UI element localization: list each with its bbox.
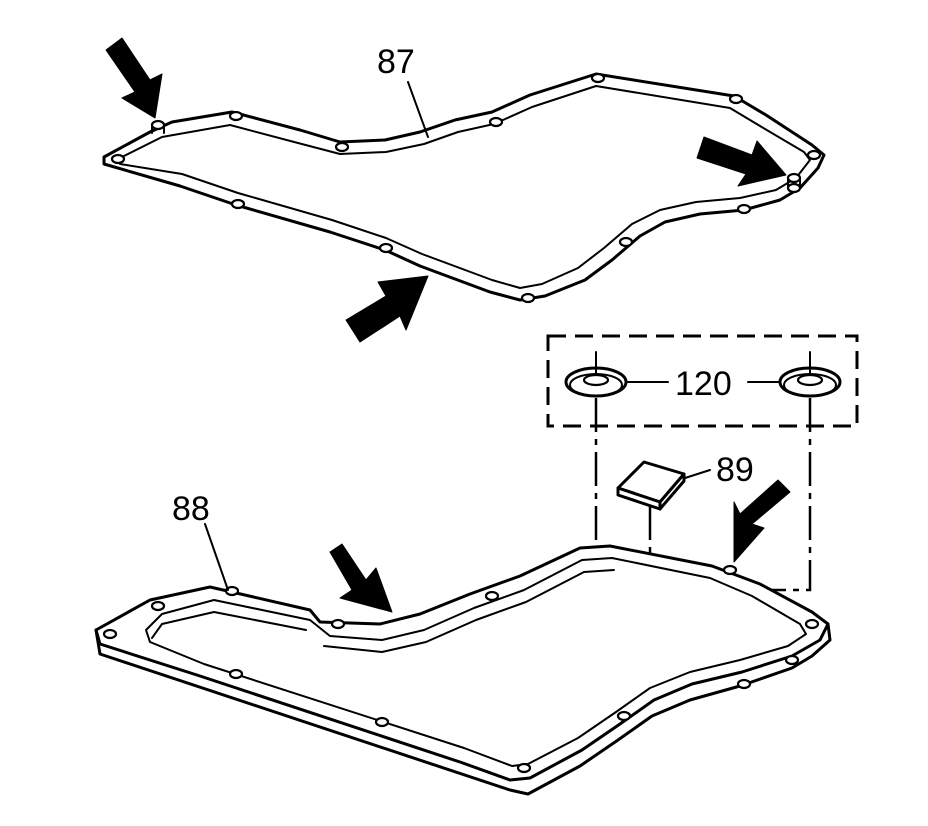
label-87: 87 [377,43,415,81]
locating-pins [150,119,802,187]
arrow-pan-flange-right [733,479,791,563]
label-89: 89 [716,451,754,489]
magnet: 89 [616,451,754,511]
callout-87: 87 [377,43,429,138]
gasket-bolt-holes [110,72,822,304]
upper-gasket [102,72,826,304]
callout-88: 88 [172,490,229,591]
arrow-pin-right [696,136,787,187]
arrow-pin-left [105,37,163,119]
washer-dashed-box [546,334,859,428]
label-120: 120 [675,365,732,403]
arrow-gasket-edge [345,275,429,343]
arrow-pan-flange-left [329,543,393,613]
seal-washer-group: 120 [546,334,859,428]
label-88: 88 [172,490,210,528]
lower-oil-pan [94,544,832,796]
pan-bolt-holes [102,564,820,774]
